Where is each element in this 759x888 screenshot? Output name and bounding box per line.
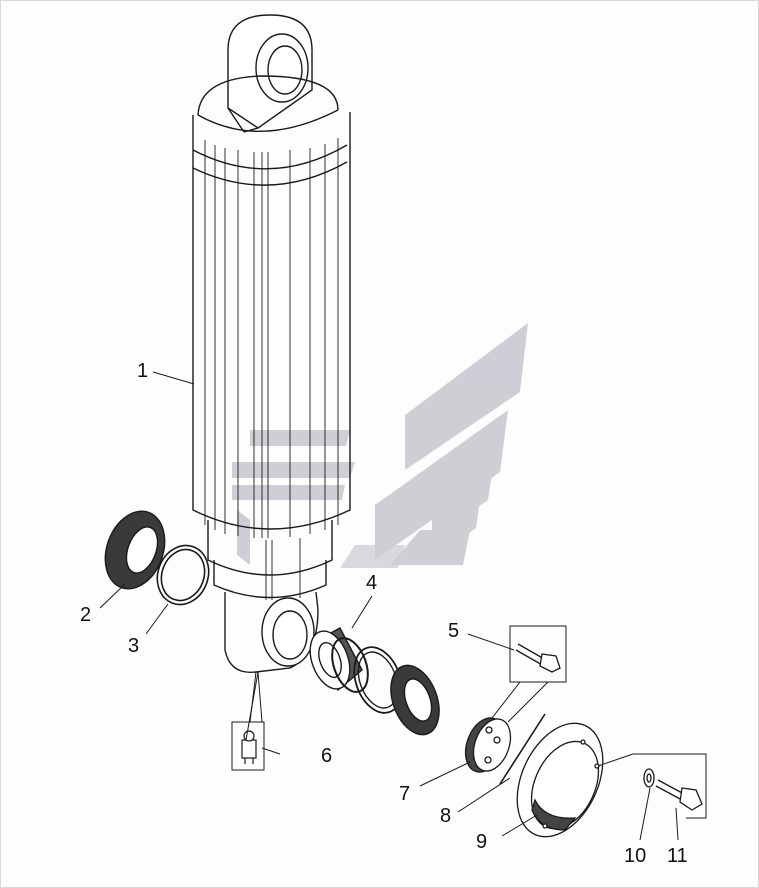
callout-10: 10 — [624, 845, 647, 867]
callout-1: 1 — [137, 360, 149, 382]
part-1-cylinder — [192, 14, 351, 674]
callout-6: 6 — [321, 745, 333, 767]
callout-11: 11 — [667, 845, 688, 867]
leader-lines — [99, 371, 679, 841]
brand-logo-watermark — [232, 323, 528, 568]
callout-3: 3 — [128, 635, 140, 657]
callout-5: 5 — [448, 620, 460, 642]
part-8-gasket — [499, 713, 546, 785]
callout-2: 2 — [80, 604, 92, 626]
part-5-bolt — [491, 625, 567, 723]
callout-9: 9 — [476, 831, 488, 853]
part-7-lock-plate — [464, 717, 512, 773]
callout-8: 8 — [440, 805, 452, 827]
callout-4: 4 — [366, 572, 378, 594]
part-3-ring — [156, 544, 210, 606]
part-4-bearing — [309, 627, 440, 736]
part-6-grease-fitting — [231, 671, 265, 771]
part-10-11-washer-bolt — [597, 753, 707, 819]
part-9-cover — [516, 722, 604, 838]
part-2-seal — [104, 510, 166, 590]
callout-7: 7 — [399, 783, 411, 805]
